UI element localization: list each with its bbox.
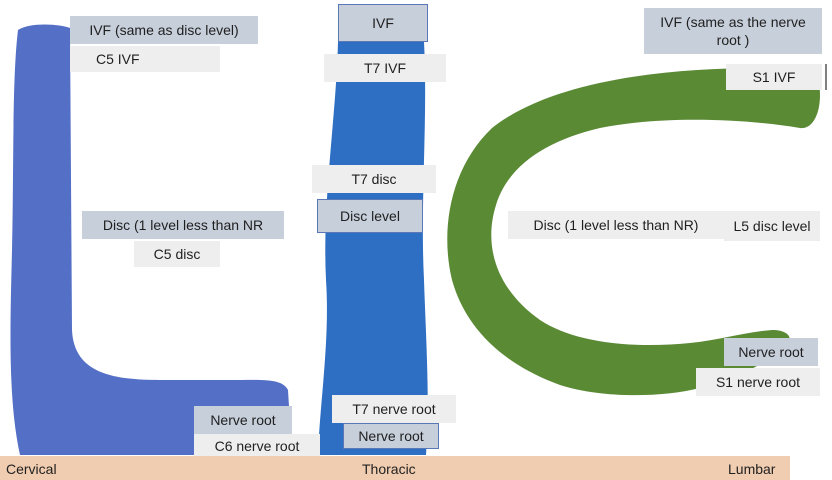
baseline-bar — [0, 456, 790, 480]
thoracic-ivf-example: T7 IVF — [324, 54, 446, 82]
lumbar-c-shape — [447, 67, 820, 396]
thoracic-ivf-note: IVF — [338, 4, 428, 42]
lumbar-ivf-note: IVF (same as the nerve root ) — [644, 8, 822, 54]
cervical-root-note: Nerve root — [194, 406, 292, 434]
lumbar-ivf-example: S1 IVF — [726, 64, 822, 90]
cervical-disc-example: C5 disc — [134, 241, 220, 267]
cervical-root-example: C6 nerve root — [194, 434, 320, 458]
cervical-ivf-example: C5 IVF — [70, 46, 220, 72]
lumbar-disc-note: Disc (1 level less than NR) — [508, 211, 724, 239]
thoracic-root-note: Nerve root — [343, 423, 439, 449]
thoracic-root-example: T7 nerve root — [332, 395, 456, 423]
lumbar-root-example: S1 nerve root — [696, 368, 820, 396]
lumbar-disc-example: L5 disc level — [724, 211, 820, 241]
thoracic-disc-note: Disc level — [317, 199, 423, 233]
baseline-label-thoracic: Thoracic — [362, 461, 416, 477]
cervical-disc-note: Disc (1 level less than NR — [82, 211, 284, 239]
cervical-l-shape — [10, 24, 293, 455]
thoracic-disc-example: T7 disc — [312, 165, 436, 193]
lumbar-root-note: Nerve root — [724, 338, 818, 366]
baseline-label-lumbar: Lumbar — [728, 461, 776, 477]
thoracic-column-shape — [318, 42, 428, 455]
cervical-ivf-note: IVF (same as disc level) — [70, 16, 258, 44]
baseline-label-cervical: Cervical — [6, 461, 57, 477]
